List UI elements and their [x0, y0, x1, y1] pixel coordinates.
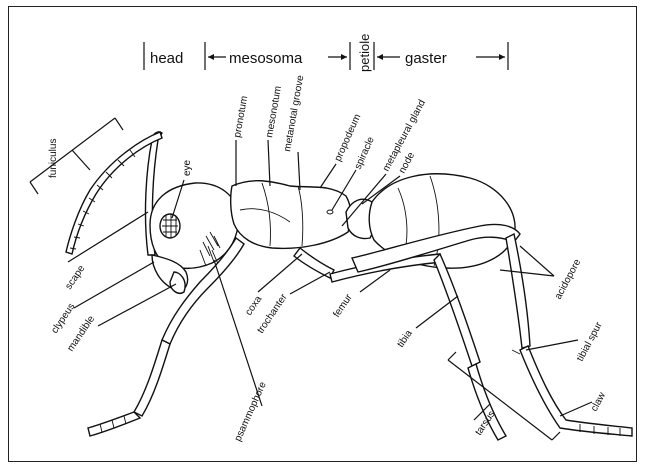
label-coxa: coxa — [243, 294, 264, 318]
label-gaster: gaster — [405, 50, 447, 67]
label-psammophore: psammophore — [233, 380, 269, 443]
region-bracket-bar — [144, 42, 508, 70]
label-tibia: tibia — [395, 328, 415, 350]
label-spiracle: spiracle — [353, 135, 377, 171]
label-mesosoma: mesosoma — [229, 50, 303, 67]
ant-body — [66, 132, 632, 440]
label-clypeus: clypeus — [49, 301, 77, 335]
label-claw: claw — [589, 390, 608, 414]
label-femur: femur — [331, 292, 355, 320]
label-pronotum: pronotum — [232, 95, 250, 139]
label-tibial-spur: tibial spur — [575, 320, 605, 364]
label-metanotal-groove: metanotal groove — [282, 74, 306, 152]
label-eye: eye — [182, 159, 193, 176]
label-funiculus: funiculus — [48, 139, 59, 178]
label-head: head — [150, 50, 183, 67]
label-mandible: mandible — [65, 314, 97, 354]
label-acidopore: acidopore — [553, 257, 584, 301]
label-scape: scape — [63, 263, 87, 292]
label-petiole: petiole — [357, 34, 372, 72]
label-mesonotum: mesonotum — [264, 85, 284, 138]
